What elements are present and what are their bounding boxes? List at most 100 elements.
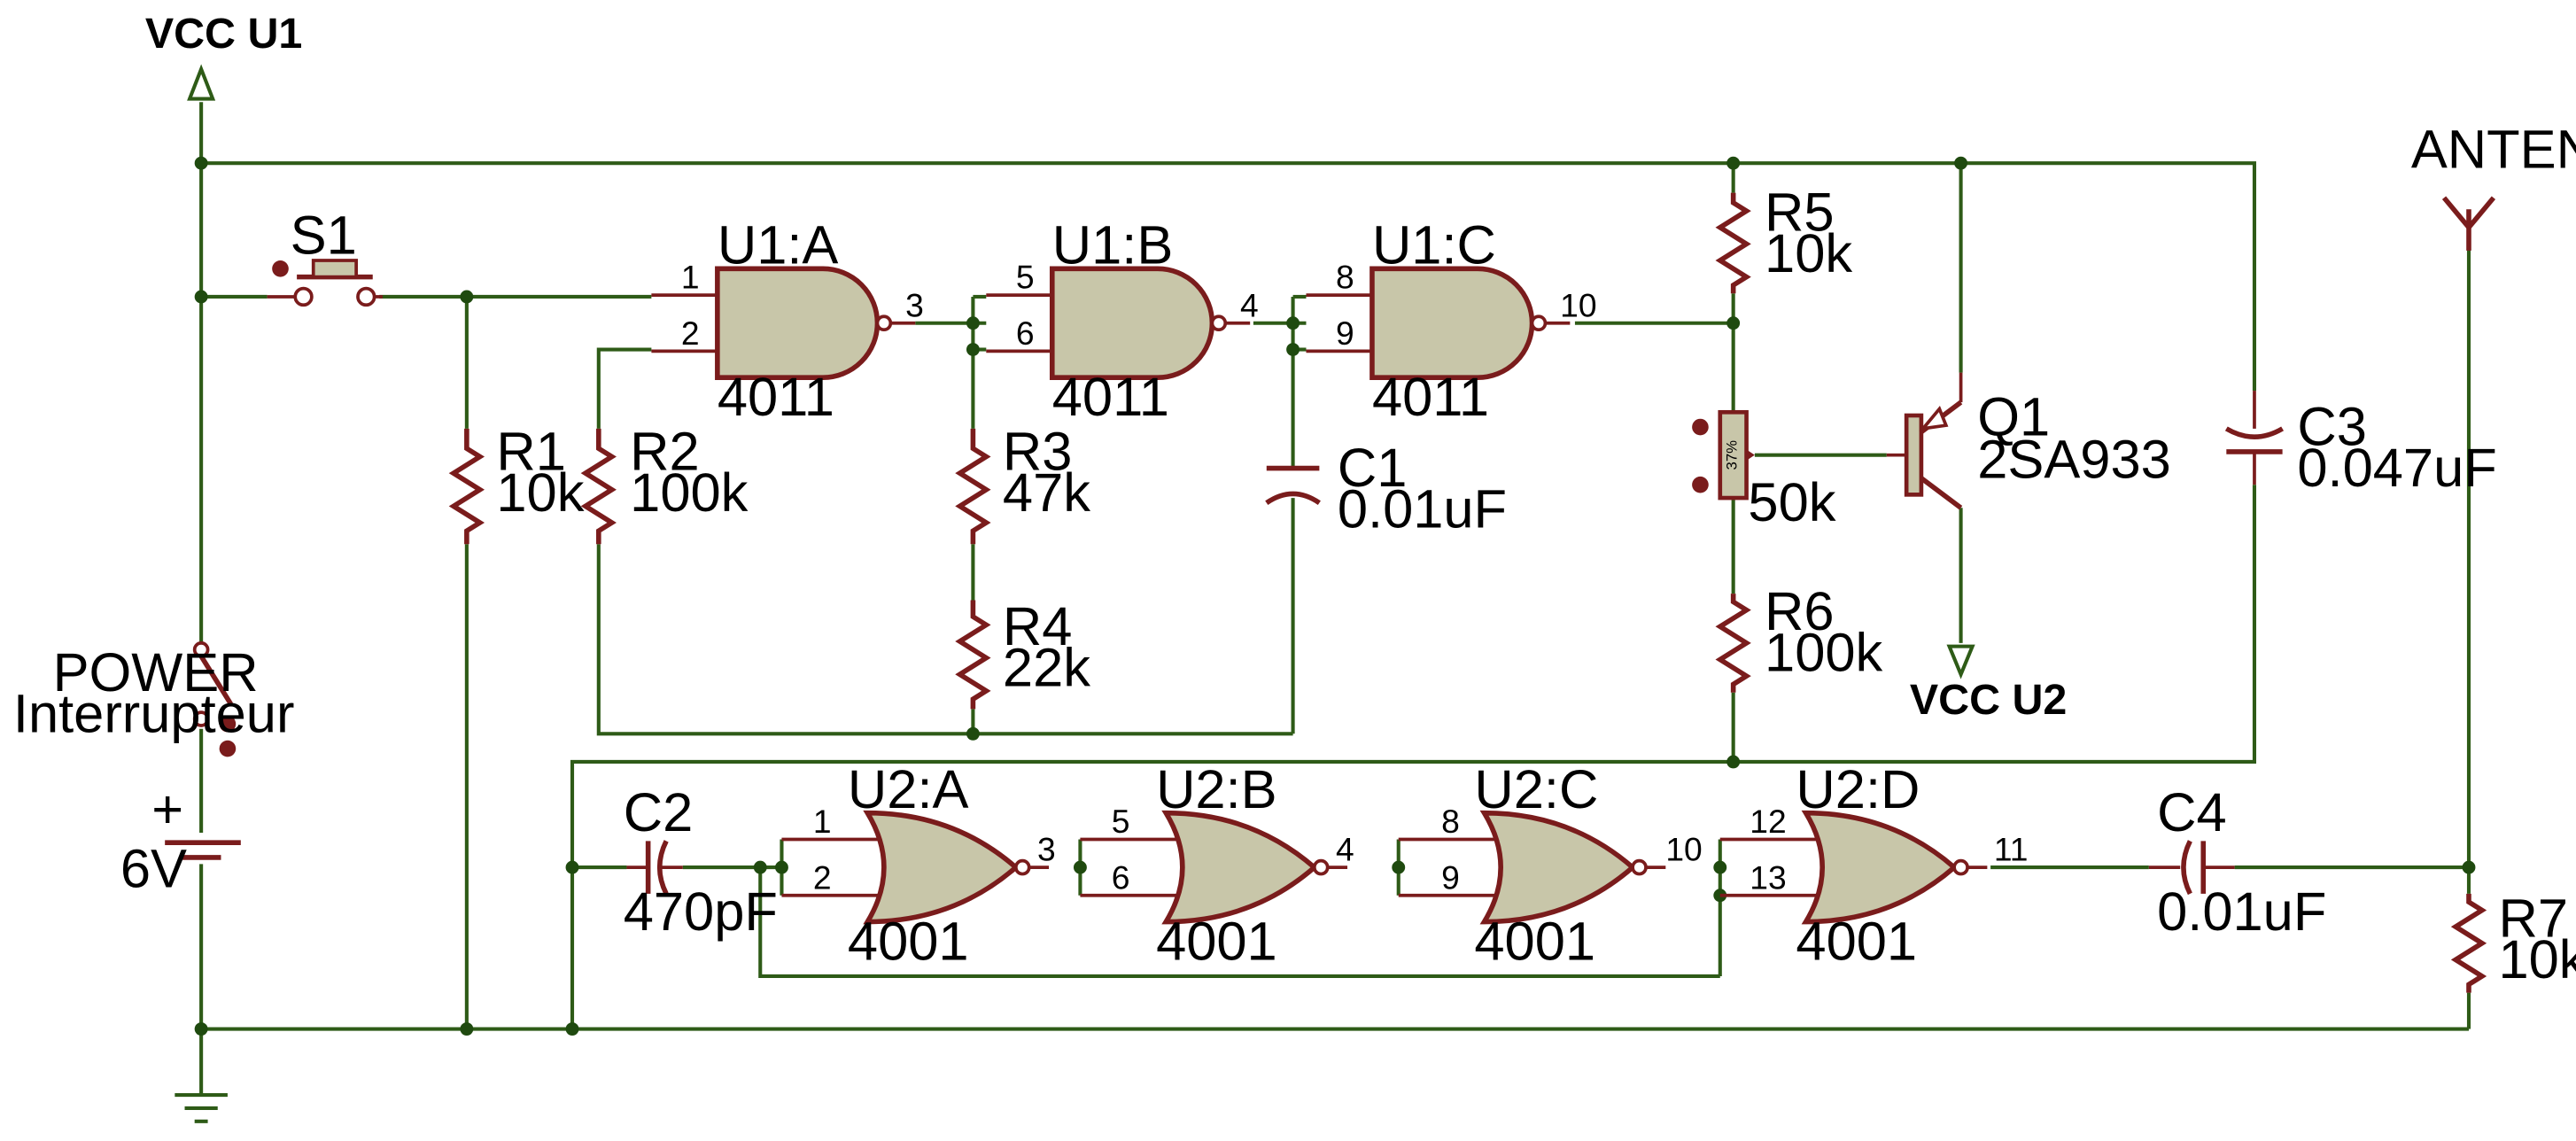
pin-number: 13: [1750, 858, 1786, 896]
pin-number: 8: [1336, 259, 1354, 296]
junction-dot: [1726, 316, 1741, 330]
c1-value: 0.01uF: [1338, 479, 1507, 540]
nand-gate-u1c: U1:C 4011 8 9 10: [1306, 215, 1597, 428]
antenna: ANTENNA: [2411, 120, 2576, 251]
capacitor-c1: C1 0.01uF: [1265, 438, 1507, 540]
c2-value: 470pF: [624, 881, 778, 943]
vcc-u2-terminal: VCC U2: [1910, 644, 2067, 724]
nor-gate-u2d: U2:D 4001 12 13 11: [1720, 759, 2029, 972]
junction-dot: [966, 726, 980, 741]
junction-dot: [565, 1022, 579, 1036]
junction-dot: [565, 860, 579, 874]
r2-value: 100k: [630, 462, 748, 524]
junction-dot: [1286, 343, 1300, 356]
c3-value: 0.047uF: [2297, 438, 2496, 499]
junction-dot: [1392, 860, 1406, 874]
nor-gate-u2b: U2:B 4001 5 6 4: [1080, 759, 1354, 972]
capacitor-c2: C2 470pF: [624, 782, 778, 943]
pin-number: 1: [681, 259, 700, 296]
wire: [596, 347, 652, 429]
junction-dot: [460, 1022, 474, 1036]
pin-number: 2: [813, 858, 832, 896]
junction-dot: [966, 316, 980, 330]
r4-value: 22k: [1003, 637, 1090, 698]
junction-dot: [194, 1022, 208, 1036]
pin-number: 3: [1037, 831, 1056, 868]
gate-name: U2:D: [1796, 759, 1920, 820]
vcc-u1-terminal: VCC U1: [145, 10, 302, 101]
r7-name: R7: [2498, 888, 2568, 949]
junction-dot: [460, 290, 474, 304]
potentiometer: 37% 50k: [1692, 409, 1836, 533]
resistor-r3: R3 47k: [955, 421, 1090, 545]
gate-name: U1:C: [1372, 215, 1496, 276]
junction-dot: [194, 290, 208, 304]
resistor-r2: R2 100k: [580, 421, 749, 545]
power-arrow-icon: [187, 64, 216, 101]
junction-dot: [1286, 316, 1300, 330]
battery-plus: +: [151, 779, 183, 840]
r3-name: R3: [1003, 421, 1073, 482]
pin-number: 6: [1016, 314, 1035, 352]
gate-name: U1:B: [1052, 215, 1174, 276]
power-arrow-icon: [1946, 644, 1975, 679]
nor-gate-u2c: U2:C 4001 8 9 10: [1399, 759, 1703, 972]
r1-value: 10k: [496, 462, 584, 524]
antenna-label: ANTENNA: [2411, 120, 2576, 181]
terminal-dot: [1692, 418, 1709, 436]
nor-gate-u2a: U2:A 4001 1 2 3: [781, 759, 1056, 972]
resistor-r1: R1 10k: [448, 421, 585, 545]
power-switch: POWER Interrupteur: [13, 641, 294, 757]
wire: [201, 161, 2257, 392]
terminal-dot: [272, 260, 289, 277]
r1-name: R1: [496, 421, 566, 482]
pin-number: 11: [1994, 831, 2029, 868]
pin-number: 8: [1441, 803, 1460, 840]
resistor-r5: R5 10k: [1715, 182, 1852, 294]
pin-number: 9: [1336, 314, 1354, 352]
wire: [596, 544, 1293, 736]
resistor-r6: R6 100k: [1715, 581, 1883, 693]
pin-number: 12: [1750, 803, 1786, 840]
junction-dot: [1713, 860, 1727, 874]
wire: [570, 485, 2257, 1029]
vcc-u1-label: VCC U1: [145, 10, 302, 58]
capacitor-c3: C3 0.047uF: [2224, 391, 2497, 499]
resistor-r4: R4 22k: [955, 596, 1090, 710]
c1-name: C1: [1338, 438, 1408, 499]
pin-number: 6: [1112, 858, 1130, 896]
r4-name: R4: [1003, 596, 1073, 657]
nand-gate-u1a: U1:A 4011 1 2 3: [651, 215, 924, 428]
r5-value: 10k: [1765, 223, 1852, 284]
pin-number: 1: [813, 803, 832, 840]
gate-name: U2:B: [1156, 759, 1277, 820]
junction-dot: [1726, 156, 1741, 170]
junction-dot: [1954, 156, 1968, 170]
junction-dot: [1073, 860, 1087, 874]
c4-name: C4: [2157, 782, 2227, 843]
gate-part: 4011: [1052, 367, 1169, 428]
battery: + 6V: [120, 779, 241, 899]
gate-part: 4011: [1372, 367, 1489, 428]
c4-value: 0.01uF: [2157, 881, 2326, 943]
r7-value: 10k: [2498, 929, 2576, 990]
gate-part: 4001: [1474, 911, 1595, 972]
pin-number: 4: [1240, 286, 1259, 323]
junction-dot: [753, 860, 767, 874]
r6-value: 100k: [1765, 623, 1882, 684]
q1-part: 2SA933: [1977, 430, 2171, 491]
gate-part: 4011: [718, 367, 834, 428]
capacitor-c4: C4 0.01uF: [2148, 782, 2326, 943]
pin-number: 9: [1441, 858, 1460, 896]
pin-number: 3: [905, 286, 924, 323]
terminal-dot: [219, 740, 237, 757]
junction-dot: [1726, 755, 1741, 769]
wire: [758, 867, 1720, 979]
junction-dot: [775, 860, 788, 874]
gate-part: 4001: [848, 911, 969, 972]
junction-dot: [966, 343, 980, 356]
pin-number: 10: [1665, 831, 1702, 868]
gate-name: U2:C: [1474, 759, 1598, 820]
pin-number: 4: [1336, 831, 1354, 868]
